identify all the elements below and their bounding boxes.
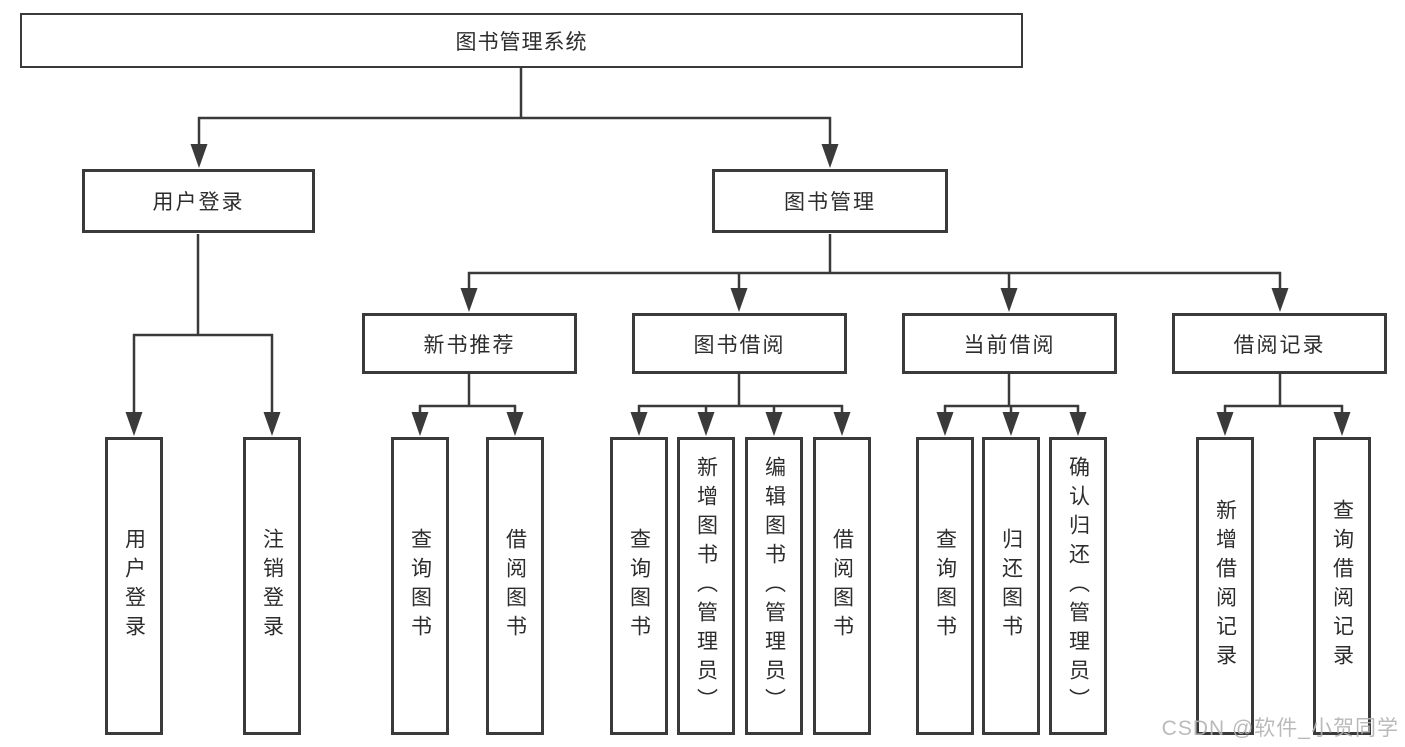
node-book-borrow: 图书借阅	[632, 313, 847, 374]
leaf-query-borrow-record: 查询借阅记录	[1313, 437, 1371, 735]
leaf-confirm-return-admin: 确认归还（管理员）	[1049, 437, 1107, 735]
leaf-query-book-1: 查询图书	[391, 437, 449, 735]
leaf-logout: 注销登录	[243, 437, 301, 735]
node-new-book-recommend: 新书推荐	[362, 313, 577, 374]
leaf-borrow-book-2: 借阅图书	[813, 437, 871, 735]
node-book-management: 图书管理	[712, 169, 948, 233]
node-root: 图书管理系统	[20, 13, 1023, 68]
leaf-borrow-book-1: 借阅图书	[486, 437, 544, 735]
node-borrow-record: 借阅记录	[1172, 313, 1387, 374]
leaf-return-book: 归还图书	[982, 437, 1040, 735]
leaf-query-book-3: 查询图书	[916, 437, 974, 735]
node-user-login: 用户登录	[82, 169, 315, 233]
leaf-add-borrow-record: 新增借阅记录	[1196, 437, 1254, 735]
leaf-query-book-2: 查询图书	[610, 437, 668, 735]
node-current-borrow: 当前借阅	[902, 313, 1117, 374]
leaf-user-login: 用户登录	[105, 437, 163, 735]
leaf-add-book-admin: 新增图书（管理员）	[677, 437, 735, 735]
watermark: CSDN @软件_小贺同学	[1161, 717, 1399, 740]
leaf-edit-book-admin: 编辑图书（管理员）	[745, 437, 803, 735]
